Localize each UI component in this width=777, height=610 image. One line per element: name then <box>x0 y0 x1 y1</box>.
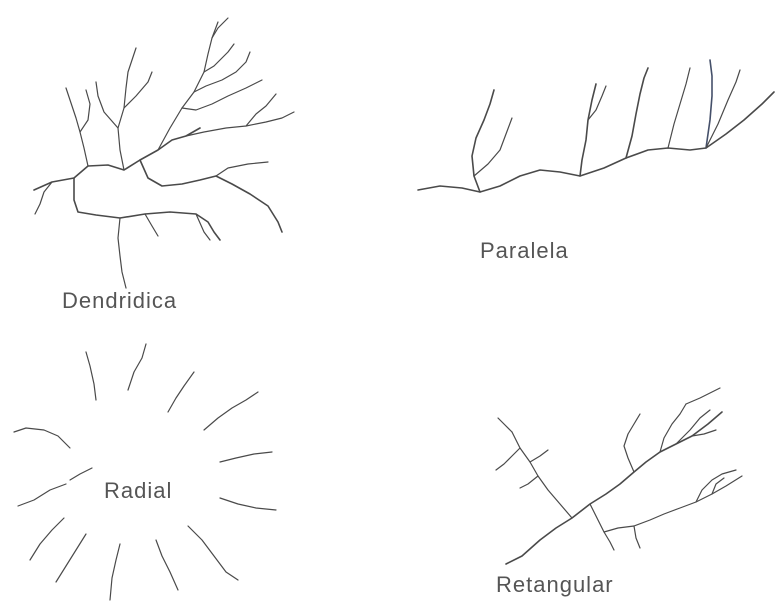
dendritic-west-branch <box>35 182 52 214</box>
dendritic-north-branch <box>118 48 136 170</box>
radial-stream-n2 <box>128 344 146 390</box>
radial-stream-e1 <box>220 452 272 462</box>
rectangular-pattern <box>496 388 742 564</box>
radial-stream-w2 <box>14 428 70 448</box>
dendritic-east-channel <box>140 160 282 232</box>
radial-stream-e2 <box>220 498 276 510</box>
rectangular-label: Retangular <box>496 572 614 597</box>
parallel-tributary-1-sub <box>474 118 512 176</box>
radial-stream-w3 <box>70 468 92 480</box>
parallel-tributary-1 <box>472 90 494 192</box>
radial-stream-s1 <box>156 540 178 590</box>
rectangular-west-sub <box>520 476 538 488</box>
rectangular-east-branch <box>696 470 736 502</box>
radial-label: Radial <box>104 478 172 503</box>
parallel-label: Paralela <box>480 238 569 263</box>
rectangular-west-sub2 <box>530 450 548 462</box>
dendritic-east-upper <box>186 112 294 136</box>
rectangular-top-branch <box>686 388 720 404</box>
radial-stream-ne1 <box>168 372 194 412</box>
parallel-main-channel <box>418 92 774 192</box>
rectangular-west-top <box>498 418 512 432</box>
dendritic-south-sub <box>145 214 158 236</box>
parallel-tributary-3 <box>626 68 648 158</box>
dendritic-north-sub2 <box>96 82 118 128</box>
rectangular-west-branch <box>512 432 572 518</box>
rectangular-south-sub <box>604 532 614 550</box>
rectangular-south-branch <box>634 526 640 548</box>
radial-stream-n1 <box>86 352 96 400</box>
rectangular-main-channel <box>506 412 722 564</box>
dendritic-label: Dendridica <box>62 288 177 313</box>
radial-stream-se1 <box>188 526 238 580</box>
dendritic-south-channel <box>74 178 220 240</box>
rectangular-north-branch <box>624 414 640 472</box>
radial-stream-sw2 <box>30 518 64 560</box>
dendritic-pattern <box>34 18 294 288</box>
dendritic-north-sub <box>124 72 152 108</box>
parallel-tributary-2 <box>580 84 596 176</box>
parallel-tributary-5 <box>706 60 712 148</box>
radial-stream-w1 <box>18 484 66 506</box>
dendritic-ne-sub <box>182 80 262 110</box>
dendritic-main-channel <box>34 128 200 190</box>
radial-stream-s2 <box>110 544 120 600</box>
dendritic-ne-top <box>212 18 228 38</box>
dendritic-south-branch <box>118 218 126 288</box>
rectangular-west-sub3 <box>496 448 520 470</box>
parallel-pattern <box>418 60 774 192</box>
rectangular-lower-channel <box>590 476 742 532</box>
radial-stream-sw1 <box>56 534 86 582</box>
dendritic-east-branch <box>216 162 268 176</box>
dendritic-nw-sub <box>80 90 90 132</box>
dendritic-nw-branch <box>66 88 88 166</box>
radial-stream-ne2 <box>204 392 258 430</box>
parallel-tributary-4 <box>668 68 690 148</box>
dendritic-ne-sub3 <box>204 44 234 72</box>
radial-pattern <box>14 344 276 600</box>
rectangular-east-sub <box>712 478 724 494</box>
